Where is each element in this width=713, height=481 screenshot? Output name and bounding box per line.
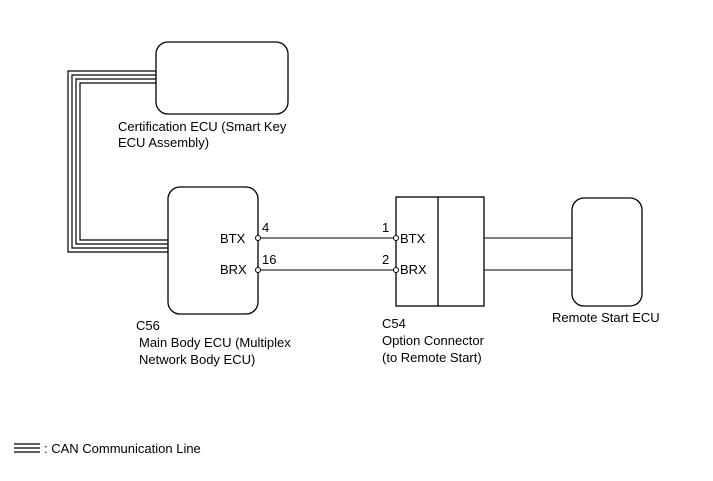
option-connector-pin-brx-signal: BRX: [400, 262, 427, 277]
can-communication-line: [67, 70, 168, 253]
option-connector-pin-1-terminal: [393, 235, 399, 241]
certification-ecu-label-line1: Certification ECU (Smart Key: [118, 119, 287, 134]
option-connector-label-line2: (to Remote Start): [382, 350, 482, 365]
main-body-ecu-pin-16-terminal: [255, 267, 261, 273]
option-connector-connector-code: C54: [382, 316, 406, 331]
remote-start-ecu-box: [571, 197, 643, 307]
legend-can-line-symbol: [14, 443, 40, 453]
option-connector-pin-1-number: 1: [382, 220, 389, 235]
main-body-ecu-pin-16-number: 16: [262, 252, 276, 267]
option-connector-pin-2-number: 2: [382, 252, 389, 267]
main-body-ecu-label-line1: Main Body ECU (Multiplex: [139, 335, 291, 350]
option-connector-pin-btx-signal: BTX: [400, 231, 426, 246]
legend-can-line-label: : CAN Communication Line: [44, 441, 201, 456]
main-body-ecu-pin-brx-signal: BRX: [220, 262, 247, 277]
main-body-ecu-box: [167, 186, 259, 315]
main-body-ecu-connector-code: C56: [136, 318, 160, 333]
remote-start-ecu-label: Remote Start ECU: [552, 310, 660, 325]
certification-ecu-label-line2: ECU Assembly): [118, 135, 209, 150]
option-connector-label-line1: Option Connector: [382, 333, 485, 348]
option-connector-pin-2-terminal: [393, 267, 399, 273]
certification-ecu-box: [155, 41, 289, 115]
option-connector-box: [395, 196, 485, 307]
main-body-ecu-pin-4-terminal: [255, 235, 261, 241]
main-body-ecu-label-line2: Network Body ECU): [139, 352, 255, 367]
main-body-ecu-pin-btx-signal: BTX: [220, 231, 246, 246]
main-body-ecu-pin-4-number: 4: [262, 220, 269, 235]
